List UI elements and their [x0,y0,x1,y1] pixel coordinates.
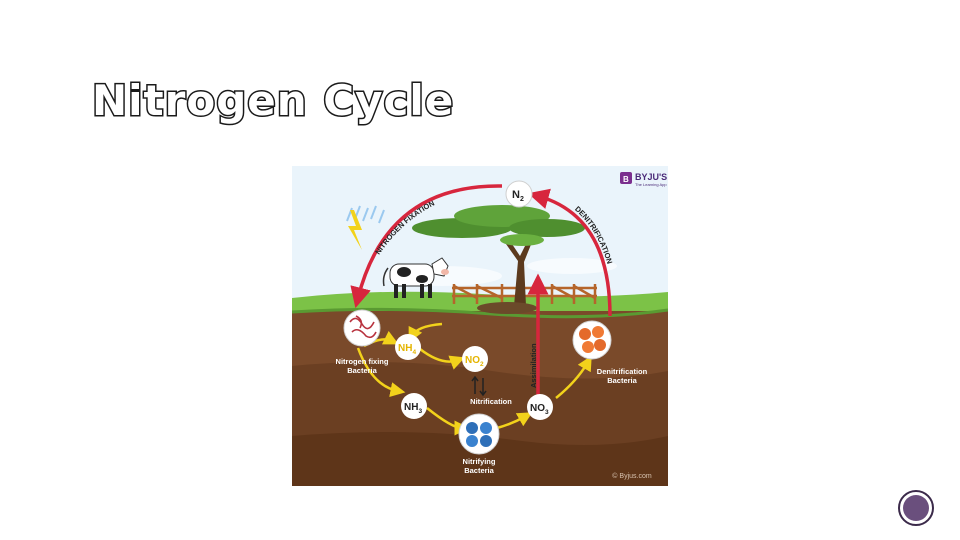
watermark: © Byjus.com [612,472,652,480]
n2-node: N2 [505,180,533,208]
svg-text:NH4: NH4 [398,343,416,356]
svg-text:NO2: NO2 [465,355,484,368]
nitrification-double-arrow-icon [471,375,487,397]
grass-to-nh4-arrow [408,322,443,343]
slide-title: Nitrogen Cycle [90,76,455,125]
nitrifying-bacteria-label-2: Bacteria [464,466,494,475]
svg-text:NO3: NO3 [530,403,549,416]
bacteria-to-no3-arrow [496,412,533,430]
svg-text:NH3: NH3 [404,402,422,415]
brand-name: BYJU'S [635,172,667,182]
denitrification-bacteria-node [572,320,612,360]
no3-node: NO3 [527,394,553,420]
brand-tagline: The Learning App [635,182,667,187]
nitrification-label: Nitrification [470,397,512,406]
denitrification-bacteria-label-1: Denitrification [597,367,648,376]
brand-logo: B BYJU'S The Learning App [620,172,667,187]
tree-icon [412,205,585,314]
fixation-to-nh3-arrow [356,347,406,397]
nh4-node: NH4 [395,334,421,360]
nitrogen-fixation-arrow [350,184,503,309]
nitrogen-fixing-bacteria-node [343,309,381,347]
assimilation-label: Assimilation [529,343,538,388]
svg-text:B: B [623,175,629,184]
page-number-badge-icon [898,490,934,526]
grass-edge [292,307,668,319]
no3-to-denitrification-arrow [555,355,592,399]
soil-texture [292,432,668,486]
nitrogen-cycle-diagram: B BYJU'S The Learning App NITROGEN FIXAT… [292,166,668,486]
nh3-node: NH3 [401,393,427,419]
nitrogen-fixing-bacteria-label-2: Bacteria [347,366,377,375]
no2-node: NO2 [462,346,488,372]
nitrogen-fixing-bacteria-label-1: Nitrogen fixing [336,357,389,366]
rain-lightning-icon [346,205,385,250]
denitrification-bacteria-label-2: Bacteria [607,376,637,385]
denitrification-arrow [527,188,612,317]
nitrifying-bacteria-node [458,413,500,455]
nitrifying-bacteria-label-1: Nitrifying [463,457,496,466]
cloud [527,258,617,274]
svg-text:N2: N2 [512,189,524,203]
cow-icon [382,257,449,298]
nh4-to-no2-arrow [419,348,466,370]
